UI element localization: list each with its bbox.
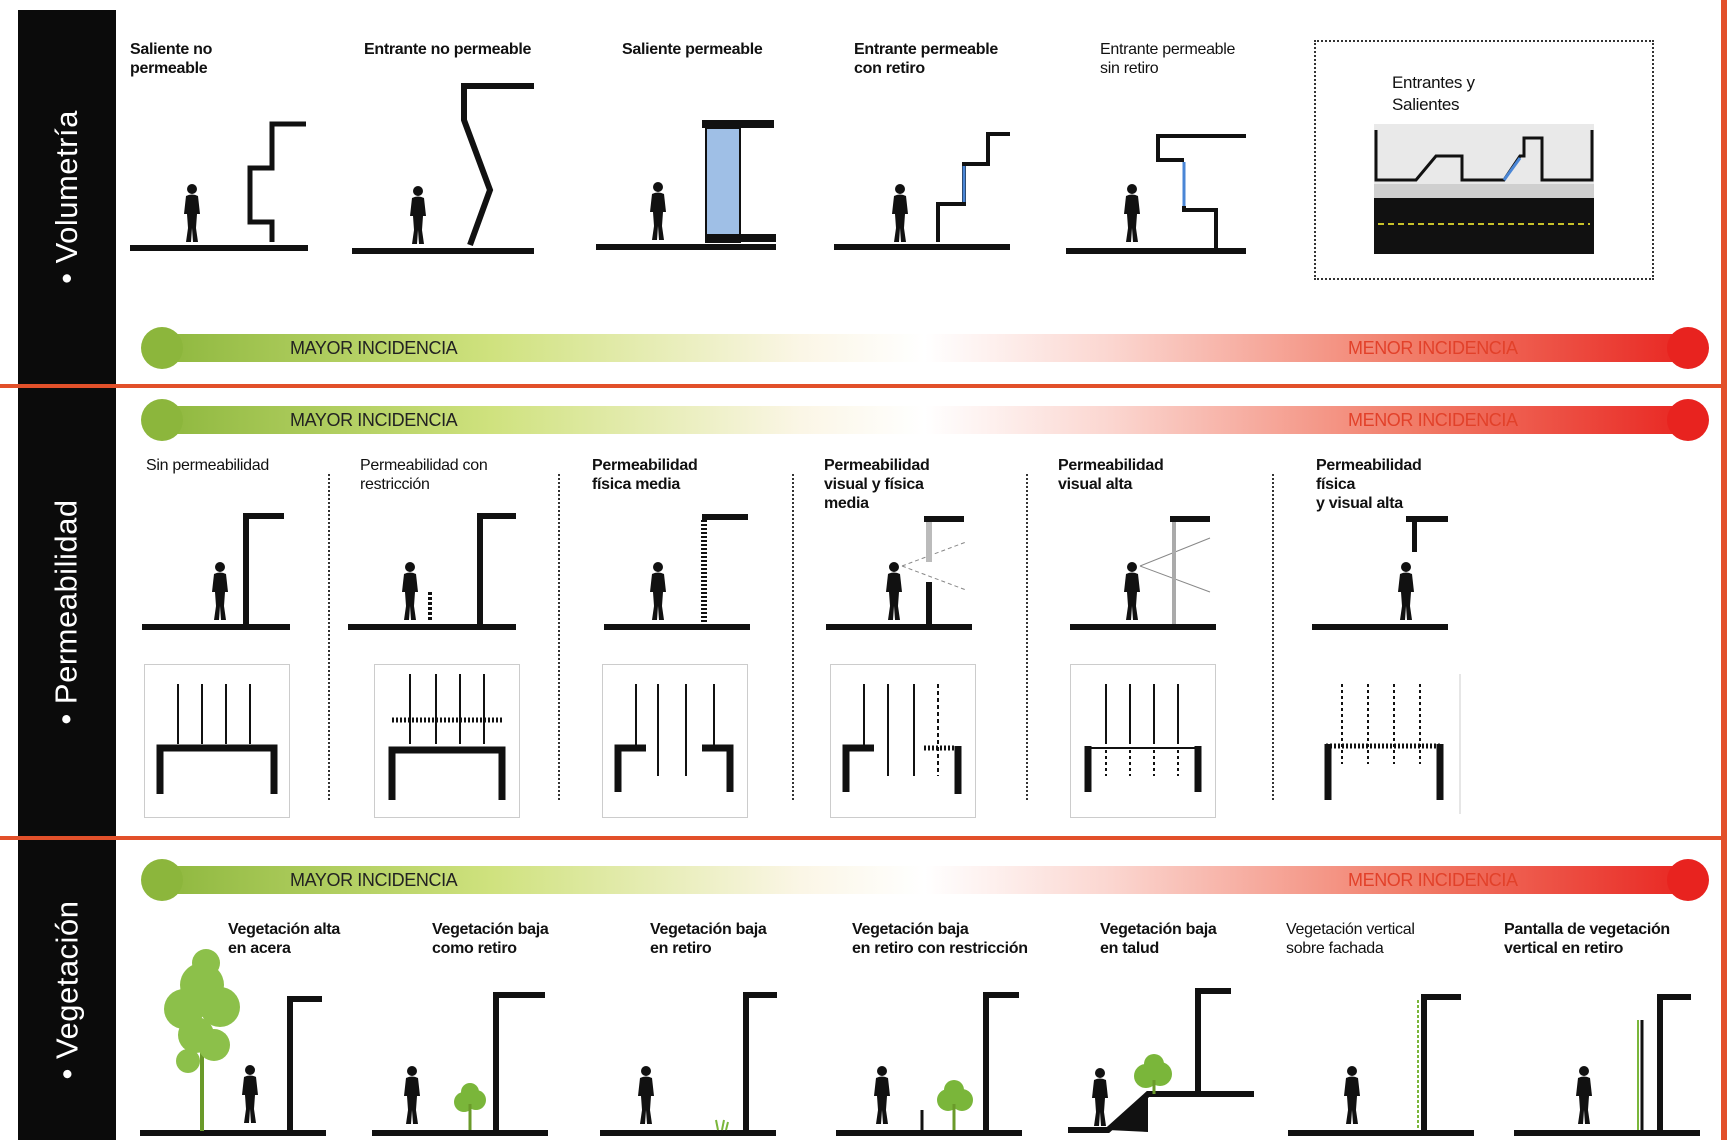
permeabilidad-fisica-visual-alta-plan — [1324, 674, 1461, 814]
permeabilidad-item-label: Permeabilidad con restricción — [360, 457, 488, 493]
vegetacion-item-label: Pantalla de vegetación vertical en retir… — [1504, 921, 1670, 957]
permeabilidad-fisica-visual-alta-diagram — [1312, 516, 1448, 630]
incidence-right-label: MENOR INCIDENCIA — [1348, 338, 1518, 358]
vegetacion-item-label: Vegetación alta en acera — [228, 921, 340, 957]
vegetacion-item-label: Vegetación baja en retiro — [650, 921, 767, 957]
sidebar-permeabilidad: • Permeabilidad — [18, 388, 116, 836]
vegetacion-baja-en-talud-diagram — [1068, 988, 1254, 1133]
entrantes-salientes-inset: Entrantes y Salientes — [1314, 40, 1654, 280]
sidebar-volumetria: • Volumetría — [18, 10, 116, 384]
column-separator — [1026, 474, 1028, 800]
section-title-vegetacion: • Vegetación — [49, 900, 85, 1080]
entrante-permeable-con-retiro-diagram — [834, 132, 1010, 250]
section-divider — [0, 384, 1727, 388]
permeabilidad-fisica-media-plan — [602, 664, 748, 818]
section-divider — [0, 836, 1727, 840]
right-edge — [1721, 0, 1727, 1140]
incidence-right-label: MENOR INCIDENCIA — [1348, 410, 1518, 430]
column-separator — [1272, 474, 1274, 800]
vegetacion-item-label: Vegetación vertical sobre fachada — [1286, 921, 1415, 957]
vegetacion-baja-retiro-restriccion-diagram — [836, 992, 1022, 1136]
vegetacion-item-label: Vegetación baja en retiro con restricció… — [852, 921, 1028, 957]
incidence-bar: MAYOR INCIDENCIA MENOR INCIDENCIA — [140, 326, 1710, 370]
vegetacion-baja-en-retiro-diagram — [600, 992, 777, 1136]
pantalla-vegetacion-vertical-retiro-diagram — [1514, 994, 1700, 1136]
column-separator — [328, 474, 330, 800]
sin-permeabilidad-plan — [144, 664, 290, 818]
sidebar-vegetacion: • Vegetación — [18, 840, 116, 1140]
permeabilidad-fisica-media-diagram — [604, 514, 750, 630]
permeabilidad-visual-fisica-media-plan — [830, 664, 976, 818]
incidence-bar: MAYOR INCIDENCIA MENOR INCIDENCIA — [140, 398, 1710, 442]
permeabilidad-item-label: Sin permeabilidad — [146, 457, 269, 474]
column-separator — [792, 474, 794, 800]
permeabilidad-con-restriccion-diagram — [348, 513, 516, 630]
volumetria-item-label: Entrante permeable con retiro — [854, 41, 998, 77]
incidence-right-label: MENOR INCIDENCIA — [1348, 870, 1518, 890]
saliente-permeable-diagram — [596, 120, 776, 250]
volumetria-item-label: Entrante permeable sin retiro — [1100, 41, 1236, 77]
incidence-left-label: MAYOR INCIDENCIA — [290, 410, 458, 430]
entrante-no-permeable-diagram — [352, 83, 534, 254]
permeabilidad-item-label: Permeabilidad visual alta — [1058, 457, 1164, 493]
permeabilidad-visual-alta-plan — [1070, 664, 1216, 818]
inset-title: Entrantes y Salientes — [1392, 73, 1475, 114]
permeabilidad-item-label: Permeabilidad física y visual alta — [1316, 457, 1422, 512]
vegetacion-baja-como-retiro-diagram — [372, 992, 548, 1136]
volumetria-item-label: Saliente permeable — [622, 41, 763, 58]
vegetacion-item-label: Vegetación baja en talud — [1100, 921, 1217, 957]
sin-permeabilidad-diagram — [142, 513, 290, 630]
incidence-left-label: MAYOR INCIDENCIA — [290, 338, 458, 358]
section-title-volumetria: • Volumetría — [49, 110, 84, 284]
incidence-left-label: MAYOR INCIDENCIA — [290, 870, 458, 890]
permeabilidad-con-restriccion-plan — [374, 664, 520, 818]
entrante-permeable-sin-retiro-diagram — [1066, 134, 1246, 254]
permeabilidad-visual-alta-diagram — [1070, 516, 1216, 630]
incidence-bar: MAYOR INCIDENCIA MENOR INCIDENCIA — [140, 858, 1710, 902]
permeabilidad-item-label: Permeabilidad física media — [592, 457, 698, 493]
saliente-no-permeable-diagram — [130, 121, 308, 251]
vegetacion-vertical-sobre-fachada-diagram — [1288, 994, 1474, 1136]
column-separator — [558, 474, 560, 800]
section-title-permeabilidad: • Permeabilidad — [49, 499, 85, 725]
permeabilidad-item-label: Permeabilidad visual y física media — [824, 457, 930, 512]
volumetria-item-label: Entrante no permeable — [364, 41, 532, 58]
permeabilidad-visual-fisica-media-diagram — [826, 516, 972, 630]
vegetacion-item-label: Vegetación baja como retiro — [432, 921, 549, 957]
vegetacion-alta-en-acera-diagram — [140, 949, 326, 1136]
volumetria-item-label: Saliente no permeable — [130, 41, 213, 77]
